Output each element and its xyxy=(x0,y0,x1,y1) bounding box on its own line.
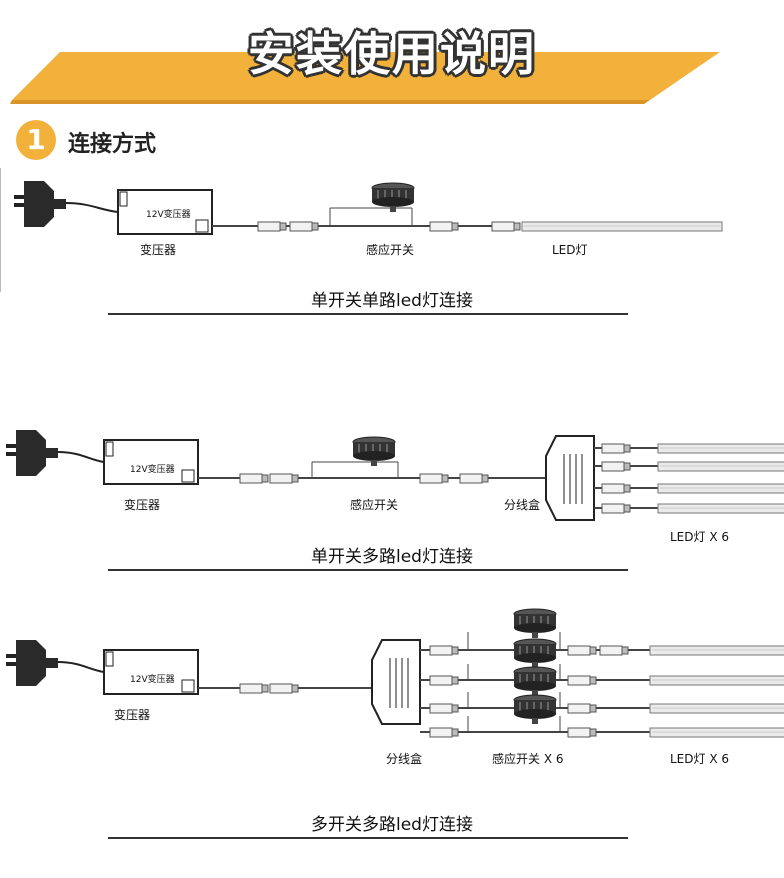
transformer-print-2: 12V变压器 xyxy=(130,465,175,475)
s1-led-label: LED灯 xyxy=(552,243,588,257)
s3-rule xyxy=(108,837,628,839)
s2-transformer-label: 变压器 xyxy=(124,498,161,512)
section2-drawing xyxy=(6,430,784,521)
s3-transformer-label: 变压器 xyxy=(114,708,151,722)
s1-rule xyxy=(108,313,628,315)
transformer-print-1: 12V变压器 xyxy=(146,210,191,220)
step-title: 连接方式 xyxy=(68,132,157,157)
s3-led-label: LED灯 X 6 xyxy=(670,752,729,766)
step-number-badge: 1 xyxy=(16,120,56,160)
s3-splitter-label: 分线盒 xyxy=(386,752,423,766)
transformer-print-3: 12V变压器 xyxy=(130,675,175,685)
s2-splitter-label: 分线盒 xyxy=(504,498,541,512)
section1-drawing xyxy=(14,181,723,235)
s1-sensor-label: 感应开关 xyxy=(366,243,415,257)
s3-caption: 多开关多路led灯连接 xyxy=(311,815,473,835)
page-title: 安装使用说明 xyxy=(248,27,536,81)
left-divider xyxy=(0,168,1,292)
s2-rule xyxy=(108,569,628,571)
s1-caption: 单开关单路led灯连接 xyxy=(311,291,473,311)
title-banner xyxy=(10,52,720,104)
s2-caption: 单开关多路led灯连接 xyxy=(311,547,473,567)
s2-sensor-label: 感应开关 xyxy=(350,498,399,512)
s3-sensor-label: 感应开关 X 6 xyxy=(492,752,564,766)
section3-drawing xyxy=(6,608,784,738)
s1-transformer-label: 变压器 xyxy=(140,243,177,257)
s2-led-label: LED灯 X 6 xyxy=(670,530,729,544)
